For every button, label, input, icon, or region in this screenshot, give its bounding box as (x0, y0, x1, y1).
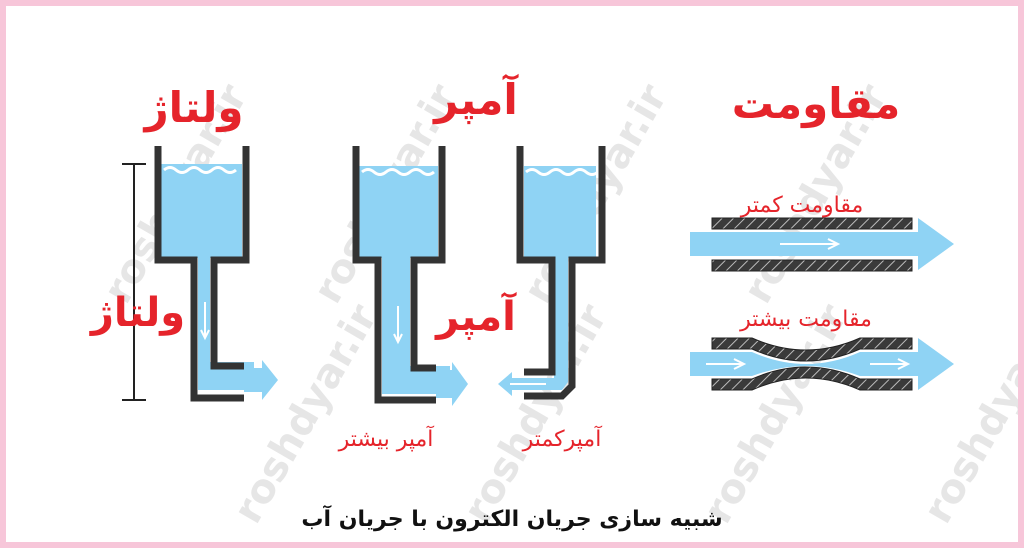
voltage-water-surface (163, 166, 237, 174)
voltage-flow-arrow (244, 360, 278, 400)
resistance-less-wall-top (711, 217, 913, 230)
voltage-tank (122, 146, 278, 402)
ampere-more-flow-arrow (436, 362, 468, 406)
ampere-less-label: آمپرکمتر (522, 425, 603, 452)
voltage-wall-left (154, 146, 244, 402)
voltage-down-arrow-head (200, 329, 210, 341)
ampere-less-water-surface (525, 168, 599, 176)
voltage-wall-right (210, 146, 250, 370)
voltage-side-label: ولتاژ (89, 290, 185, 336)
ampere-more-water-surface (361, 168, 435, 176)
resistance-more-arrow-right-head (897, 358, 911, 370)
ampere-less-wall-left (516, 146, 556, 376)
title-voltage: ولتاژ (143, 83, 244, 133)
resistance-more-arrow-left-head (733, 358, 747, 370)
resistance-less-inner-arrow-head (827, 238, 841, 250)
ampere-inner-label: آمپر (434, 291, 517, 340)
ampere-less-wall-right (524, 146, 606, 400)
watermark-8: roshdyar.ir (915, 297, 1018, 531)
resistance-more-wall-bottom (711, 366, 913, 391)
diagram-caption: شبیه سازی جریان الکترون با جریان آب (301, 504, 722, 532)
resistance-more-water-arrow (690, 338, 954, 390)
analogy-diagram: roshdyar.ir roshdyar.ir roshdyar.ir rosh… (89, 74, 1018, 532)
resistance-less-label: مقاومت کمتر (740, 193, 864, 218)
ampere-more-water (358, 166, 462, 394)
ampere-more-wall-right (410, 146, 446, 372)
title-resistance: مقاومت (732, 79, 901, 129)
ampere-more-tank (352, 146, 468, 406)
ampere-less-water (524, 166, 596, 390)
ampere-more-down-arrow-head (393, 333, 403, 345)
ampere-more-wall-left (352, 146, 436, 404)
resistance-more-label: مقاومت بیشتر (739, 307, 872, 332)
resistance-less-wall-bottom (711, 259, 913, 272)
resistance-more-pipe (690, 337, 954, 391)
watermark-5: roshdyar.ir (225, 297, 387, 531)
voltage-water (160, 164, 268, 390)
title-ampere: آمپر (432, 74, 519, 125)
resistance-less-pipe (690, 217, 954, 272)
resistance-more-wall-top (711, 337, 913, 362)
ampere-less-tank (498, 146, 606, 400)
ampere-more-label: آمپر بیشتر (338, 425, 435, 452)
diagram-card: roshdyar.ir roshdyar.ir roshdyar.ir rosh… (6, 6, 1018, 542)
